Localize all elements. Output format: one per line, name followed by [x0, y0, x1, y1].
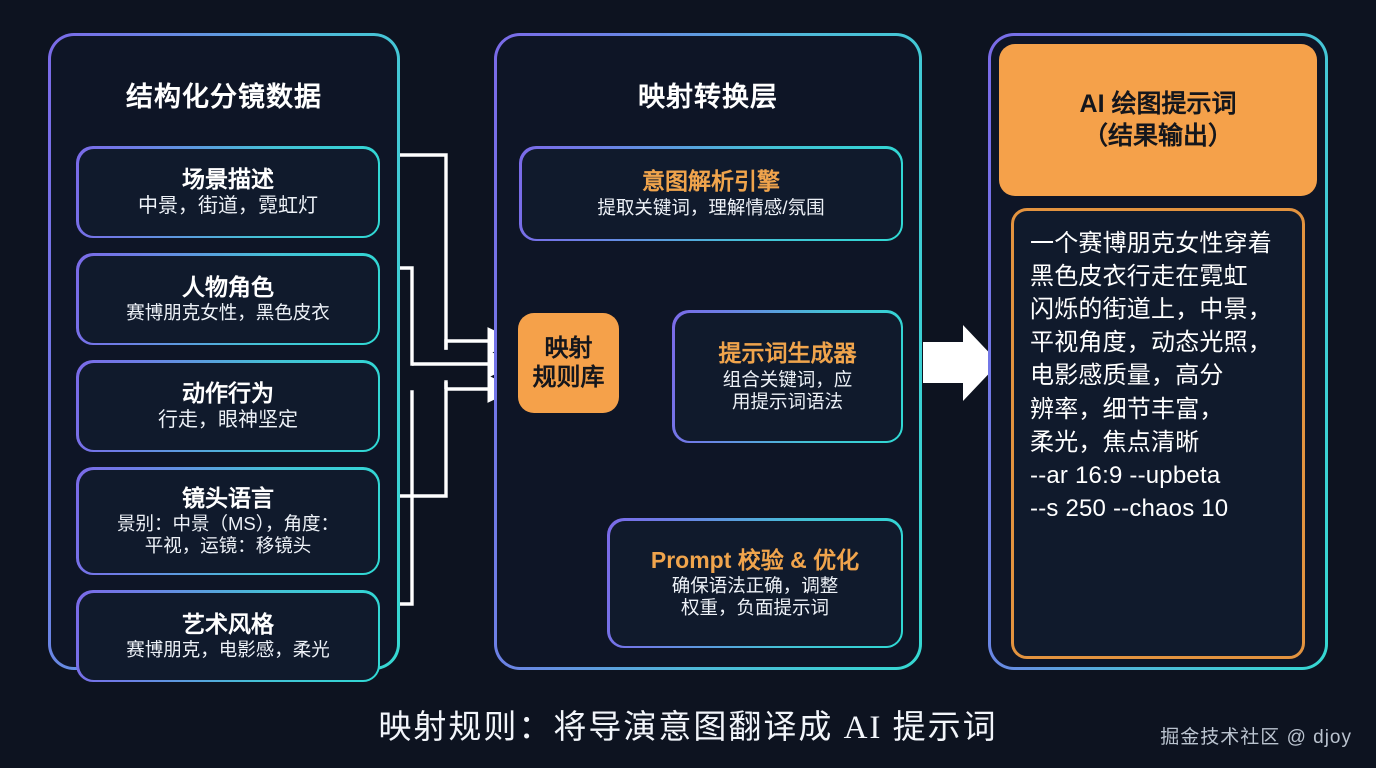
card-subtitle: 赛博朋克女性，黑色皮衣	[126, 302, 330, 324]
card-title: Prompt 校验 & 优化	[650, 546, 860, 573]
card-intent-parsing-engine[interactable]: 意图解析引擎 提取关键词，理解情感/氛围	[519, 146, 903, 241]
footer-caption: 映射规则：将导演意图翻译成 AI 提示词	[378, 710, 998, 746]
card-title: 艺术风格	[182, 610, 274, 637]
card-prompt-validation-optimization[interactable]: Prompt 校验 & 优化 确保语法正确，调整 权重，负面提示词	[607, 518, 903, 648]
card-title: 人物角色	[182, 273, 274, 300]
card-character-role[interactable]: 人物角色 赛博朋克女性，黑色皮衣	[76, 253, 380, 345]
card-subtitle: 提取关键词，理解情感/氛围	[597, 196, 825, 218]
output-prompt-text: 一个赛博朋克女性穿着 黑色皮衣行走在霓虹 闪烁的街道上，中景， 平视角度，动态光…	[1030, 230, 1272, 522]
rule-box-line2: 规则库	[532, 364, 605, 391]
card-subtitle: 景别：中景（MS），角度： 平视，运镜：移镜头	[116, 513, 339, 557]
output-prompt-box[interactable]: 一个赛博朋克女性穿着 黑色皮衣行走在霓虹 闪烁的街道上，中景， 平视角度，动态光…	[1011, 208, 1305, 659]
card-prompt-generator[interactable]: 提示词生成器 组合关键词，应 用提示词语法	[672, 310, 903, 443]
output-header-line1: AI 绘图提示词	[1079, 89, 1237, 118]
output-header: AI 绘图提示词 （结果输出）	[999, 44, 1317, 196]
card-title: 提示词生成器	[718, 340, 857, 367]
card-art-style[interactable]: 艺术风格 赛博朋克，电影感，柔光	[76, 590, 380, 682]
output-header-line2: （结果输出）	[1082, 122, 1233, 150]
rule-box-line1: 映射	[544, 334, 593, 362]
left-panel-title: 结构化分镜数据	[126, 82, 322, 112]
card-title: 意图解析引擎	[642, 168, 780, 195]
card-subtitle: 中景，街道，霓虹灯	[138, 195, 318, 218]
card-action-behavior[interactable]: 动作行为 行走，眼神坚定	[76, 360, 380, 452]
mapping-rule-library-box[interactable]: 映射 规则库	[518, 313, 619, 413]
card-title: 场景描述	[182, 165, 274, 192]
card-scene-description[interactable]: 场景描述 中景，街道，霓虹灯	[76, 146, 380, 238]
left-panel: 结构化分镜数据 场景描述 中景，街道，霓虹灯 人物角色 赛博朋克女性，黑色皮衣 …	[48, 33, 400, 682]
card-camera-language[interactable]: 镜头语言 景别：中景（MS），角度： 平视，运镜：移镜头	[76, 467, 380, 575]
card-subtitle: 确保语法正确，调整 权重，负面提示词	[671, 575, 839, 619]
card-subtitle: 赛博朋克，电影感，柔光	[126, 639, 330, 661]
right-panel: AI 绘图提示词 （结果输出） 一个赛博朋克女性穿着 黑色皮衣行走在霓虹 闪烁的…	[988, 33, 1328, 670]
card-title: 镜头语言	[182, 484, 274, 511]
card-title: 动作行为	[182, 379, 274, 406]
card-subtitle: 行走，眼神坚定	[158, 409, 298, 432]
middle-panel-title: 映射转换层	[638, 82, 778, 112]
card-subtitle: 组合关键词，应 用提示词语法	[722, 368, 853, 412]
watermark: 掘金技术社区 @ djoy	[1160, 727, 1352, 748]
